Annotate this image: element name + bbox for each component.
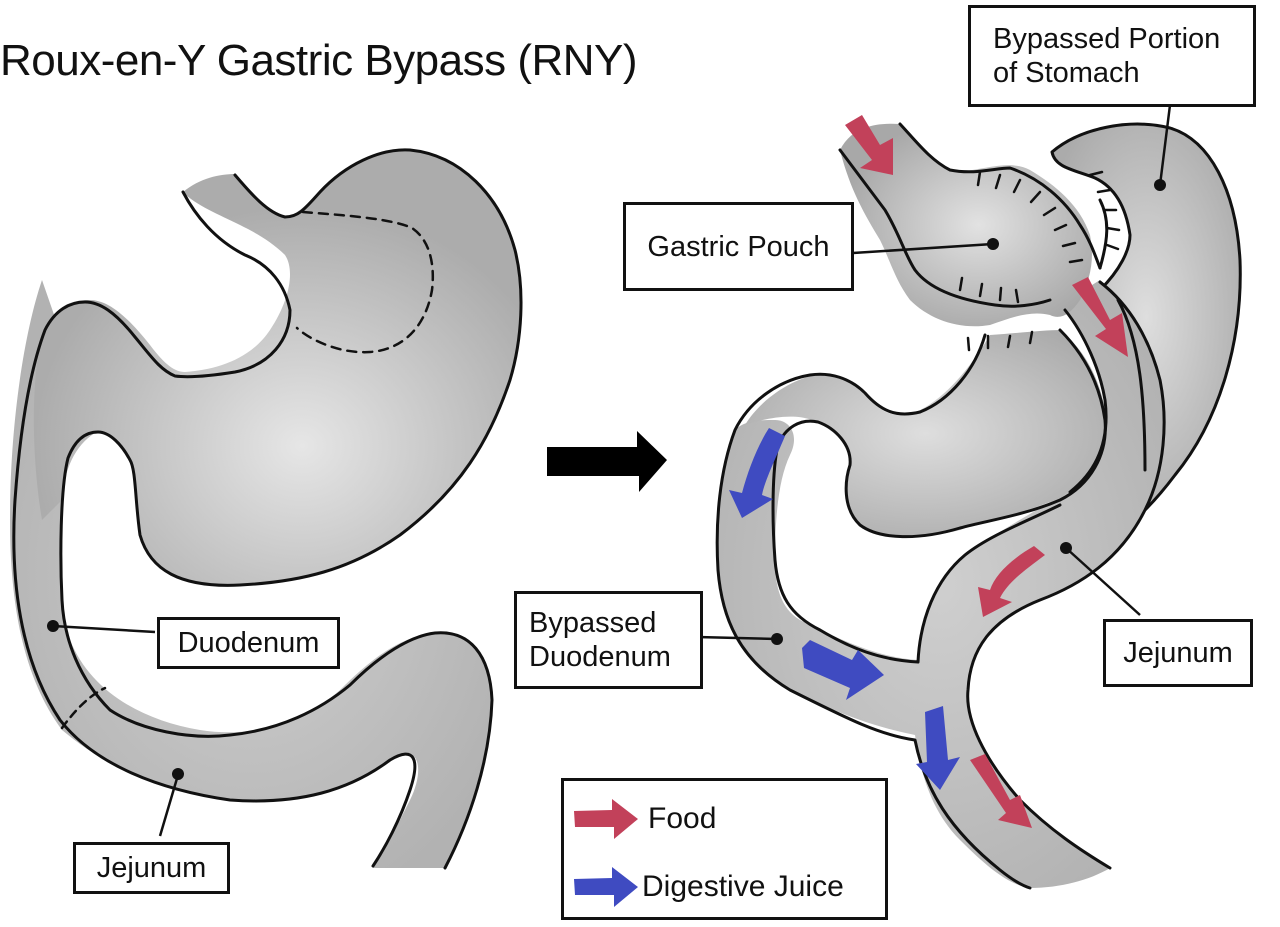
legend-item-food: Food — [572, 797, 716, 841]
jejunum-roux-pointer-dot — [1060, 542, 1072, 554]
bypassed-duodenum-pointer-dot — [771, 633, 783, 645]
duodenum-pointer-line — [52, 624, 156, 634]
bypassed-stomach-pointer-line — [1158, 104, 1172, 186]
flow-arrow-food-icon — [978, 546, 1045, 617]
label-duodenum: Duodenum — [157, 617, 340, 669]
diagram-title: Roux-en-Y Gastric Bypass (RNY) — [0, 36, 638, 85]
normal-stomach — [33, 149, 522, 586]
flow-arrow-juice-icon — [802, 640, 884, 700]
label-bypassed-stomach-text: Bypassed Portion of Stomach — [993, 23, 1221, 89]
juice-flow-arrows — [729, 428, 960, 790]
label-jejunum-normal: Jejunum — [73, 842, 230, 894]
label-bypassed-stomach: Bypassed Portion of Stomach — [968, 5, 1256, 107]
flow-arrow-food-icon — [970, 754, 1032, 828]
bypassed-stomach-pointer-dot — [1154, 179, 1166, 191]
flow-arrow-juice-icon — [916, 706, 960, 790]
flow-arrow-juice-icon — [729, 428, 785, 518]
normal-outline — [12, 148, 523, 870]
gastric-pouch-pointer-dot — [987, 238, 999, 250]
label-jejunum-roux-text: Jejunum — [1123, 637, 1233, 669]
label-jejunum-roux: Jejunum — [1103, 619, 1253, 687]
label-gastric-pouch: Gastric Pouch — [623, 202, 854, 291]
jejunum-roux-pointer-line — [1065, 547, 1141, 616]
right-arrow-icon — [547, 431, 667, 492]
bypass-pointers — [696, 104, 1172, 645]
label-bypassed-duodenum-text: Bypassed Duodenum — [529, 607, 671, 673]
food-flow-arrows — [845, 115, 1128, 828]
legend-food-arrow-icon — [574, 799, 638, 839]
label-gastric-pouch-text: Gastric Pouch — [647, 230, 830, 263]
staple-lines — [958, 170, 1121, 352]
jejunum-pointer-dot — [172, 768, 184, 780]
label-jejunum-normal-text: Jejunum — [96, 852, 207, 884]
normal-pointers — [47, 620, 184, 837]
flow-arrow-food-icon — [845, 115, 893, 175]
remnant-stomach — [745, 330, 1106, 537]
bypassed-duodenum-pointer-line — [696, 635, 778, 641]
legend-item-digestive-juice: Digestive Juice — [572, 865, 844, 909]
legend: Food Digestive Juice — [561, 778, 888, 920]
label-bypassed-duodenum: Bypassed Duodenum — [514, 591, 703, 689]
legend-food-label: Food — [648, 802, 717, 835]
gastric-pouch — [840, 123, 1092, 327]
flow-arrow-food-icon — [1072, 277, 1128, 357]
label-duodenum-text: Duodenum — [177, 627, 320, 659]
gastric-pouch-pointer-line — [852, 242, 994, 255]
duodenum-pointer-dot — [47, 620, 59, 632]
legend-juice-arrow-icon — [574, 867, 638, 907]
legend-juice-label: Digestive Juice — [642, 870, 844, 903]
jejunum-pointer-line — [158, 774, 180, 837]
